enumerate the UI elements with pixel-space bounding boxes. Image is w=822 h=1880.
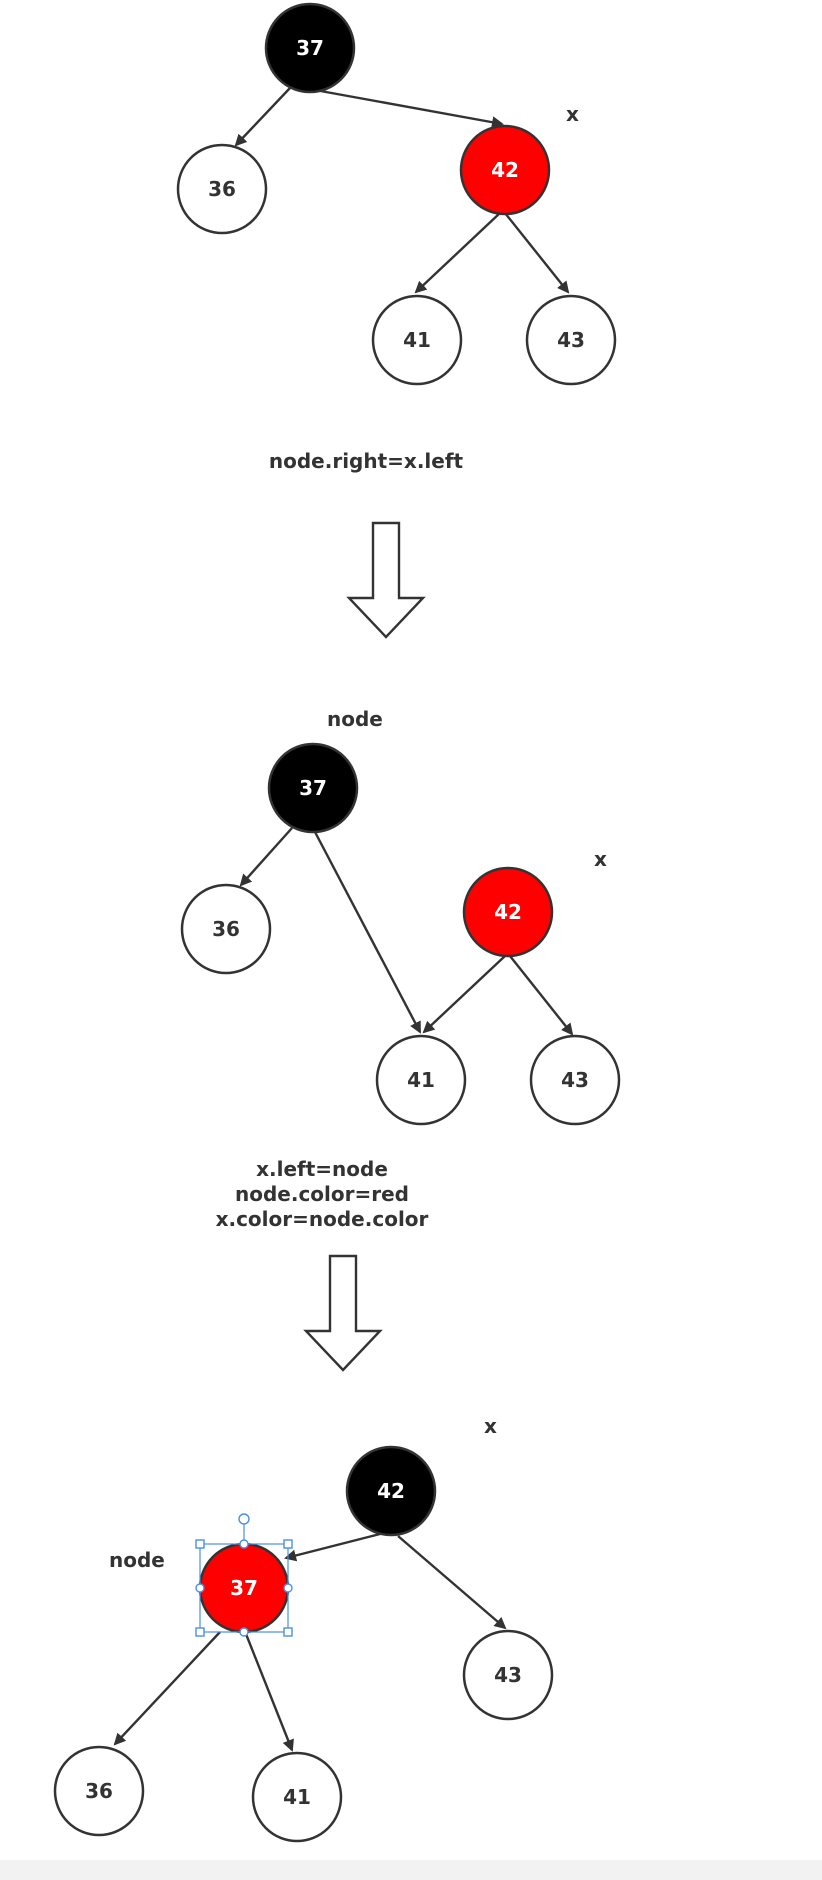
node-label: 36	[208, 177, 236, 201]
node-label: 42	[491, 158, 519, 182]
pointer-label-x: x	[566, 102, 579, 126]
tree-node-41[interactable]: 41	[375, 1034, 467, 1126]
step-caption-2-line-3: x.color=node.color	[216, 1207, 429, 1231]
node-label: 36	[85, 1779, 113, 1803]
step-caption-1: node.right=x.left	[269, 449, 464, 473]
tree-node-43[interactable]: 43	[529, 1034, 621, 1126]
tree-node-37[interactable]: 37	[264, 2, 356, 94]
canvas-footer-bar	[0, 1860, 822, 1880]
edge-42-43	[397, 1535, 507, 1630]
edge-42-41	[422, 955, 506, 1034]
node-circle	[462, 866, 554, 958]
node-label: 37	[296, 36, 324, 60]
connection-point-top[interactable]	[239, 1539, 249, 1549]
tree-node-37[interactable]: 37	[267, 742, 359, 834]
connection-point-left[interactable]	[195, 1583, 205, 1593]
node-circle	[371, 294, 463, 386]
pointer-label-x: x	[594, 847, 607, 871]
pointer-label-node: node	[327, 707, 383, 731]
tree-before: 37 36 42 41 43 x	[176, 2, 617, 386]
resize-handle-bottom-right[interactable]	[283, 1627, 293, 1637]
node-label: 37	[230, 1576, 258, 1600]
edge-37-36	[239, 827, 293, 887]
step-caption-2-line-1: x.left=node	[256, 1157, 388, 1181]
tree-node-36[interactable]: 36	[53, 1745, 145, 1837]
selection-frame[interactable]	[195, 1513, 293, 1637]
node-label: 41	[283, 1785, 311, 1809]
resize-handle-top-right[interactable]	[283, 1539, 293, 1549]
tree-node-36[interactable]: 36	[180, 883, 272, 975]
edge-42-41	[414, 212, 501, 294]
tree-node-43[interactable]: 43	[462, 1629, 554, 1721]
edge-42-43	[509, 955, 574, 1036]
node-circle	[264, 2, 356, 94]
down-arrow-1	[346, 521, 426, 639]
tree-node-43[interactable]: 43	[525, 294, 617, 386]
edge-37-41	[313, 831, 422, 1034]
edge-37-36	[234, 87, 291, 147]
node-label: 43	[494, 1663, 522, 1687]
node-circle	[345, 1445, 437, 1537]
tree-after: 42 37 43 36 41 x node	[53, 1414, 554, 1843]
tree-node-37-selected[interactable]: 37	[198, 1542, 290, 1634]
edge-37-41	[244, 1633, 294, 1752]
step-caption-2-line-2: node.color=red	[235, 1182, 409, 1206]
node-circle	[525, 294, 617, 386]
resize-handle-top-left[interactable]	[195, 1539, 205, 1549]
down-arrow-2	[303, 1254, 383, 1372]
node-label: 42	[494, 900, 522, 924]
node-label: 37	[299, 776, 327, 800]
node-label: 42	[377, 1479, 405, 1503]
rotate-handle[interactable]	[238, 1513, 250, 1525]
tree-node-42[interactable]: 42	[459, 124, 551, 216]
tree-node-42[interactable]: 42	[345, 1445, 437, 1537]
tree-node-41[interactable]: 41	[251, 1751, 343, 1843]
node-circle	[53, 1745, 145, 1837]
tree-node-42[interactable]: 42	[462, 866, 554, 958]
connection-point-bottom[interactable]	[239, 1627, 249, 1637]
node-circle	[251, 1751, 343, 1843]
resize-handle-bottom-left[interactable]	[195, 1627, 205, 1637]
tree-node-36[interactable]: 36	[176, 143, 268, 235]
connection-point-right[interactable]	[283, 1583, 293, 1593]
edge-37-42	[314, 88, 504, 129]
tree-node-41[interactable]: 41	[371, 294, 463, 386]
node-circle	[267, 742, 359, 834]
edge-42-37	[284, 1532, 381, 1562]
node-circle	[375, 1034, 467, 1126]
node-circle	[462, 1629, 554, 1721]
node-label: 43	[561, 1068, 589, 1092]
node-circle	[529, 1034, 621, 1126]
tree-middle: 37 36 42 41 43 node x	[180, 707, 621, 1126]
node-label: 43	[557, 328, 585, 352]
node-label: 41	[403, 328, 431, 352]
node-circle	[459, 124, 551, 216]
edge-42-43	[504, 212, 570, 294]
pointer-label-x: x	[484, 1414, 497, 1438]
pointer-label-node: node	[109, 1548, 165, 1572]
node-label: 36	[212, 917, 240, 941]
node-label: 41	[407, 1068, 435, 1092]
node-circle	[176, 143, 268, 235]
node-circle	[180, 883, 272, 975]
edge-37-36	[113, 1631, 221, 1746]
